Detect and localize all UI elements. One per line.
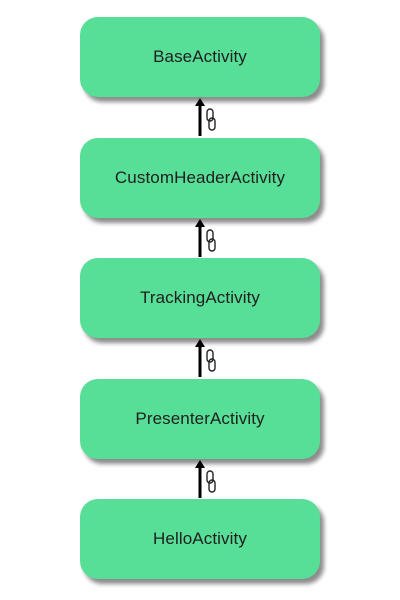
node-label: BaseActivity	[153, 47, 247, 66]
inheritance-arrow	[195, 460, 216, 498]
link-icon	[206, 229, 216, 252]
link-icon	[206, 349, 216, 372]
node-base-activity: BaseActivity	[80, 17, 320, 97]
inheritance-arrow	[195, 339, 216, 377]
inheritance-arrow	[195, 219, 216, 257]
node-label: TrackingActivity	[140, 288, 260, 307]
node-hello-activity: HelloActivity	[80, 499, 320, 579]
node-presenter-activity: PresenterActivity	[80, 379, 320, 459]
inheritance-arrow	[195, 98, 216, 136]
node-label: HelloActivity	[153, 529, 247, 548]
node-tracking-activity: TrackingActivity	[80, 258, 320, 338]
link-icon	[206, 108, 216, 131]
link-icon	[206, 470, 216, 493]
node-label: CustomHeaderActivity	[114, 168, 286, 187]
node-label: PresenterActivity	[135, 409, 265, 428]
node-custom-header-activity: CustomHeaderActivity	[80, 138, 320, 218]
